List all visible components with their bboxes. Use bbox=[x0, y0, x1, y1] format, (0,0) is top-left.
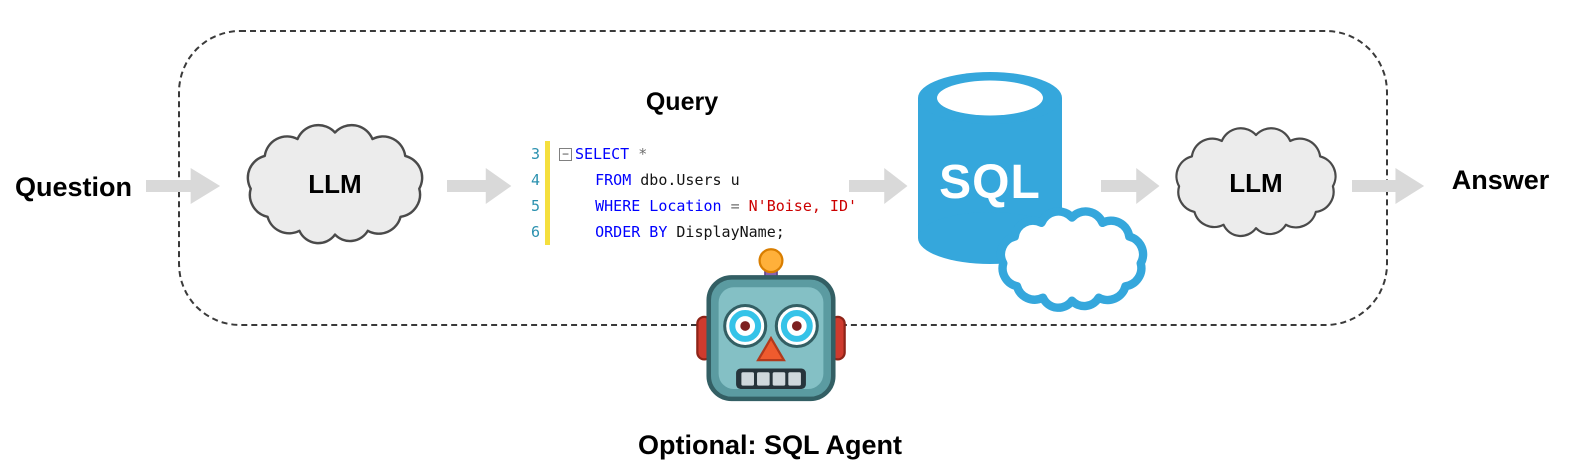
flow-arrow-3 bbox=[849, 168, 908, 204]
arrow-shape bbox=[1101, 168, 1160, 204]
cloud-shape bbox=[1175, 127, 1337, 238]
sql-database-icon: SQL bbox=[918, 72, 1062, 264]
code-text: ORDER BY DisplayName; bbox=[559, 219, 785, 245]
robot-tooth bbox=[772, 372, 786, 386]
flow-arrow-1 bbox=[146, 168, 221, 204]
code-line-3: 3 −SELECT * bbox=[522, 141, 857, 167]
modified-line-indicator bbox=[545, 219, 550, 245]
code-line-6: 6 ORDER BY DisplayName; bbox=[522, 219, 857, 245]
arrow-shape bbox=[1352, 168, 1425, 204]
sql-label: SQL bbox=[939, 156, 1041, 209]
robot-tooth bbox=[741, 372, 754, 386]
flow-arrow-5 bbox=[1352, 168, 1425, 204]
answer-label: Answer bbox=[1451, 165, 1550, 195]
question-label: Question bbox=[14, 172, 132, 202]
sql-query-code-block: 3 −SELECT * 4 FROM dbo.Users u 5 WHERE L… bbox=[522, 141, 857, 245]
collapse-minus-icon: − bbox=[559, 148, 572, 161]
code-line-5: 5 WHERE Location = N'Boise, ID' bbox=[522, 193, 857, 219]
modified-line-indicator bbox=[545, 167, 550, 193]
robot-tooth bbox=[757, 372, 770, 386]
line-number: 5 bbox=[530, 197, 540, 215]
arrow-shape bbox=[849, 168, 908, 204]
code-text: −SELECT * bbox=[559, 141, 647, 167]
arrow-shape bbox=[146, 168, 221, 204]
robot-eye-right-pupil bbox=[791, 321, 802, 331]
sql-operator: = bbox=[721, 197, 749, 215]
robot-icon bbox=[696, 248, 846, 402]
modified-line-indicator bbox=[545, 141, 550, 167]
llm-cloud-right bbox=[1175, 127, 1337, 238]
robot-eye-right-iris bbox=[780, 310, 813, 342]
sql-token: * bbox=[629, 145, 648, 163]
robot-antenna-ball bbox=[758, 248, 784, 274]
llm-left-label: LLM bbox=[308, 169, 362, 199]
flow-arrow-2 bbox=[447, 168, 512, 204]
cloud-shape bbox=[246, 123, 424, 245]
query-label: Query bbox=[645, 88, 719, 116]
flow-arrow-4 bbox=[1101, 168, 1160, 204]
code-text: FROM dbo.Users u bbox=[559, 167, 740, 193]
robot-eye-left-iris bbox=[729, 310, 762, 342]
modified-line-indicator bbox=[545, 193, 550, 219]
robot-eye-left-pupil bbox=[740, 321, 751, 331]
llm-right-label: LLM bbox=[1229, 168, 1283, 198]
code-text: WHERE Location = N'Boise, ID' bbox=[559, 193, 857, 219]
line-number: 6 bbox=[530, 223, 540, 241]
sql-string-literal: N'Boise, ID' bbox=[748, 197, 858, 215]
azure-cloud-icon bbox=[996, 207, 1148, 312]
sql-agent-caption: Optional: SQL Agent bbox=[638, 430, 902, 460]
robot-nose bbox=[756, 335, 786, 362]
sql-identifier: dbo.Users u bbox=[631, 171, 740, 189]
sql-keyword: WHERE Location bbox=[559, 197, 722, 215]
robot-tooth bbox=[788, 372, 801, 386]
sql-keyword: ORDER BY bbox=[559, 223, 668, 241]
sql-keyword: SELECT bbox=[575, 145, 630, 163]
line-number: 4 bbox=[530, 171, 540, 189]
cloud-shape bbox=[996, 207, 1148, 312]
sql-identifier: DisplayName; bbox=[667, 223, 785, 241]
arrow-shape bbox=[447, 168, 512, 204]
line-number: 3 bbox=[530, 145, 540, 163]
code-line-4: 4 FROM dbo.Users u bbox=[522, 167, 857, 193]
llm-cloud-left bbox=[246, 123, 424, 245]
sql-keyword: FROM bbox=[559, 171, 632, 189]
cylinder-top-opening bbox=[937, 80, 1043, 116]
